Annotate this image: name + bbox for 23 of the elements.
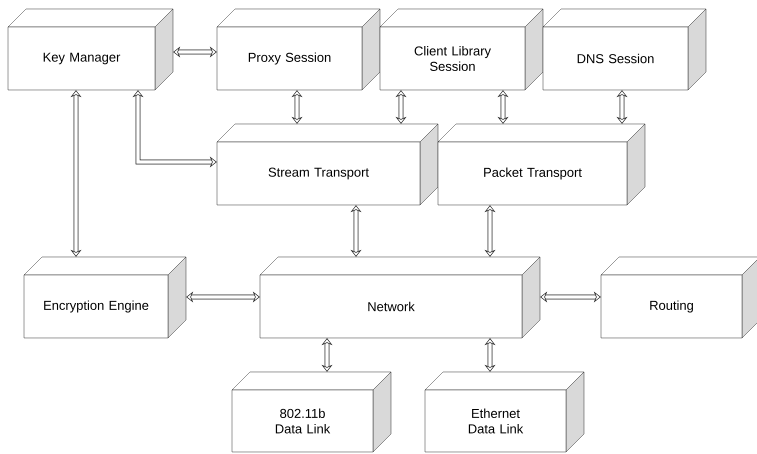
double-arrow: [321, 338, 333, 372]
double-arrow: [395, 90, 407, 124]
block-box: Routing: [600, 256, 757, 338]
double-arrow: [497, 90, 509, 124]
double-arrow: [350, 205, 362, 257]
double-arrow: [173, 46, 217, 58]
block-box: Proxy Session: [216, 8, 380, 90]
double-arrow: [540, 291, 601, 303]
double-arrow: [291, 90, 303, 124]
double-arrow: [484, 205, 496, 257]
block-box: Network: [260, 256, 540, 338]
double-arrow: [186, 291, 260, 303]
block-box: Ethernet Data Link: [424, 372, 584, 452]
double-arrow: [616, 90, 628, 124]
block-box: Packet Transport: [438, 124, 646, 206]
block-box: Client Library Session: [380, 8, 544, 90]
block-box: DNS Session: [542, 8, 706, 90]
double-arrow: [70, 90, 82, 257]
block-box: 802.11b Data Link: [232, 372, 392, 452]
double-arrow: [484, 338, 496, 372]
block-box: Encryption Engine: [24, 256, 186, 338]
block-box: Key Manager: [8, 8, 174, 90]
block-box: Stream Transport: [216, 124, 438, 206]
